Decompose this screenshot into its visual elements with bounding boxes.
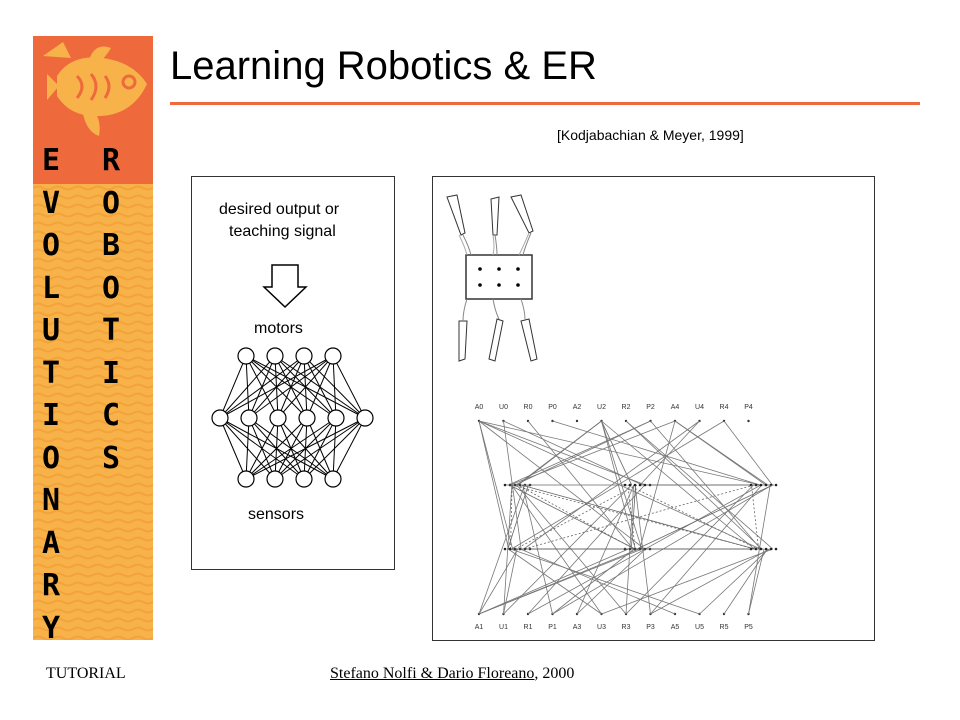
- supervised-learning-panel: desired output or teaching signal motors…: [191, 176, 395, 570]
- top-node-label: R4: [720, 404, 729, 411]
- teaching-signal-label-line1: desired output or: [219, 201, 340, 218]
- top-node-label: U4: [695, 404, 704, 411]
- top-node-label: P2: [646, 404, 655, 411]
- footer-year: , 2000: [534, 665, 575, 682]
- banner-wave-pattern: [33, 185, 153, 640]
- teaching-signal-label-line2: teaching signal: [229, 223, 336, 240]
- bottom-node-label: A1: [475, 624, 484, 631]
- bottom-node-label: U5: [695, 624, 704, 631]
- bottom-node-label: A5: [671, 624, 680, 631]
- top-node-label: A0: [475, 404, 484, 411]
- hidden-neuron: [269, 409, 287, 427]
- footer-credit: Stefano Nolfi & Dario Floreano, 2000: [330, 665, 574, 683]
- bottom-node-label: R3: [622, 624, 631, 631]
- bottom-node-label: A3: [573, 624, 582, 631]
- bottom-node-label: P3: [646, 624, 655, 631]
- motor-neuron: [324, 347, 342, 365]
- fish-logo-icon: [43, 42, 147, 136]
- banner-letter: I: [102, 355, 121, 391]
- banner-letter: O: [42, 440, 61, 476]
- evolved-network-panel: A0 U0 R0 P0 A2 U2 R2 P2 A4 U4 R4 P4 A1 U1 R1 P1 A3 U3 R3 P…: [432, 176, 875, 641]
- motor-neuron: [266, 347, 284, 365]
- sensor-neuron: [237, 470, 255, 488]
- evolved-network-connections: [478, 420, 778, 615]
- title-underline: [170, 102, 920, 105]
- footer-tutorial: TUTORIAL: [46, 665, 126, 682]
- banner-letter: T: [102, 313, 121, 348]
- banner-letter: E: [42, 143, 61, 178]
- banner-letter: S: [102, 440, 121, 476]
- banner-letter: I: [42, 398, 61, 433]
- sensor-neuron: [324, 470, 342, 488]
- top-node-label: A4: [671, 404, 680, 411]
- top-node-label: R0: [524, 404, 533, 411]
- bottom-node-label: R5: [720, 624, 729, 631]
- bottom-node-label: P5: [744, 624, 753, 631]
- bottom-node-label: R1: [524, 624, 533, 631]
- bottom-node-label: U1: [499, 624, 508, 631]
- motor-neuron: [295, 347, 313, 365]
- hidden-neuron: [211, 409, 229, 427]
- hidden-neuron: [240, 409, 258, 427]
- top-node-label: P0: [548, 404, 557, 411]
- sensor-neuron: [266, 470, 284, 488]
- banner-letter: L: [42, 270, 61, 306]
- banner-letter: U: [42, 313, 61, 348]
- hidden-neuron: [298, 409, 316, 427]
- network-connections: [219, 355, 366, 480]
- hidden-neuron: [356, 409, 374, 427]
- bottom-node-label: P1: [548, 624, 557, 631]
- slide-title: Learning Robotics & ER: [170, 44, 597, 88]
- top-node-label: P4: [744, 404, 753, 411]
- top-node-label: A2: [573, 404, 582, 411]
- banner-letter: O: [102, 270, 121, 306]
- top-node-label: U2: [597, 404, 606, 411]
- sensor-neuron: [295, 470, 313, 488]
- banner-letter: R: [102, 143, 121, 178]
- footer-authors-link[interactable]: Stefano Nolfi & Dario Floreano: [330, 665, 535, 682]
- motor-neuron: [237, 347, 255, 365]
- top-node-label: R2: [622, 404, 631, 411]
- citation: [Kodjabachian & Meyer, 1999]: [557, 127, 744, 143]
- banner-letter: N: [42, 483, 61, 518]
- banner-letter: C: [102, 398, 121, 433]
- hidden-neuron: [327, 409, 345, 427]
- sensors-label: sensors: [248, 506, 305, 523]
- down-arrow-icon: [262, 264, 308, 309]
- bottom-node-label: U3: [597, 624, 606, 631]
- banner-letter: O: [42, 228, 61, 263]
- neural-network-diagram: [211, 347, 374, 488]
- banner-letter: Y: [42, 610, 61, 640]
- motors-label: motors: [254, 320, 303, 337]
- banner-letter: O: [102, 185, 121, 221]
- banner-letter: T: [42, 355, 61, 391]
- banner-letter: R: [42, 568, 61, 603]
- banner-letter: B: [102, 228, 121, 263]
- evolved-controller-diagram: A0 U0 R0 P0 A2 U2 R2 P2 A4 U4 R4 P4 A1 U1 R1 P1 A3 U3 R3 P…: [446, 194, 778, 631]
- hexapod-robot-icon: [446, 194, 538, 362]
- banner-letter: A: [42, 525, 61, 561]
- banner-letter: V: [42, 185, 61, 221]
- top-node-label: U0: [499, 404, 508, 411]
